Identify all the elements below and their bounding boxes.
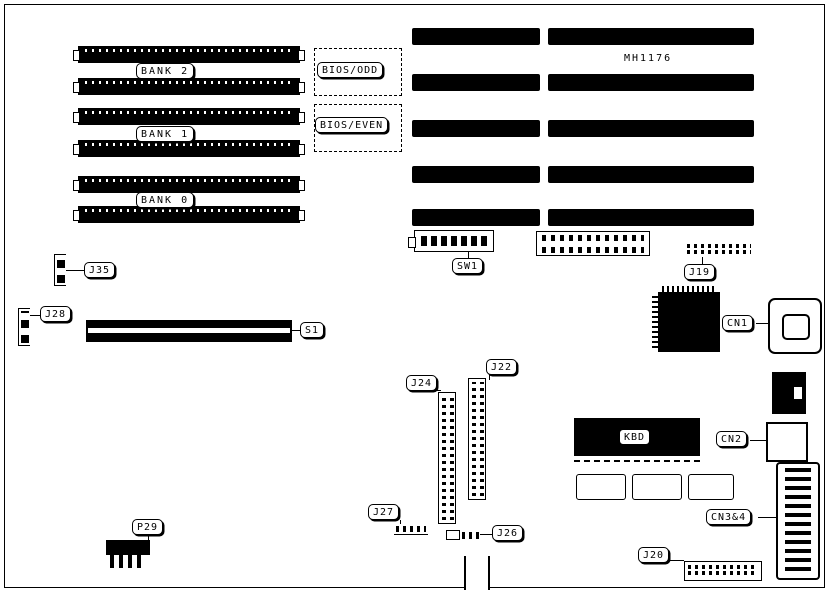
kbd-label: KBD [619, 429, 651, 445]
expansion-slot [412, 166, 540, 183]
expansion-slot [412, 28, 540, 45]
component-pad [688, 474, 734, 500]
j19-header [684, 241, 754, 257]
p29-label: P29 [132, 519, 164, 535]
cn1-connector [768, 298, 822, 354]
simm-slot [73, 206, 305, 223]
cn34-label: CN3&4 [706, 509, 752, 525]
cn34-connector [776, 462, 820, 580]
cn1-connector-inner [782, 314, 810, 340]
power-connector [536, 231, 650, 256]
bank0-label: BANK 0 [136, 192, 195, 208]
j24-label: J24 [406, 375, 438, 391]
s1-label: S1 [300, 322, 325, 338]
expansion-slot [548, 120, 754, 137]
s1-slot [86, 320, 292, 342]
leader-line [489, 375, 490, 380]
din-connector [772, 372, 806, 414]
leader-line [292, 330, 300, 331]
leader-line [30, 315, 40, 316]
simm-slot [73, 176, 305, 193]
expansion-slot [548, 74, 754, 91]
component-pad [632, 474, 682, 500]
simm-slot [73, 140, 305, 157]
leader-line [66, 270, 84, 271]
chip-marking: MH1176 [624, 53, 673, 64]
leader-line [750, 440, 766, 441]
p29-connector [106, 540, 150, 570]
j28-connector [18, 308, 30, 346]
leader-line [702, 257, 703, 264]
j20-label: J20 [638, 547, 670, 563]
kbd-socket-line [574, 460, 700, 462]
simm-slot [73, 46, 305, 63]
j27-header [394, 524, 428, 535]
leader-line [430, 390, 441, 391]
leader-line [148, 535, 149, 541]
board-outline [4, 4, 825, 588]
j28-label: J28 [40, 306, 72, 322]
expansion-slot [412, 74, 540, 91]
j20-header [684, 561, 762, 581]
expansion-slot [412, 120, 540, 137]
cn2-label: CN2 [716, 431, 748, 447]
sw1-dip-switch [408, 230, 494, 252]
cn2-connector [766, 422, 808, 462]
cn1-label: CN1 [722, 315, 754, 331]
bios-odd-label: BIOS/ODD [317, 62, 384, 78]
bank1-label: BANK 1 [136, 126, 195, 142]
bottom-edge-cutout [464, 556, 490, 590]
j26-jumper [446, 530, 460, 540]
j35-connector [54, 254, 66, 286]
simm-slot [73, 78, 305, 95]
leader-line [400, 520, 401, 524]
j26-pins [462, 532, 480, 539]
j22-header [468, 378, 486, 500]
leader-line [670, 560, 684, 561]
j19-label: J19 [684, 264, 716, 280]
component-pad [576, 474, 626, 500]
leader-line [756, 323, 768, 324]
j26-label: J26 [492, 525, 524, 541]
expansion-slot [548, 166, 754, 183]
bios-even-label: BIOS/EVEN [315, 117, 389, 133]
simm-slot [73, 108, 305, 125]
j24-header [438, 392, 456, 524]
expansion-slot [412, 209, 540, 226]
expansion-slot [548, 209, 754, 226]
leader-line [758, 517, 776, 518]
j35-label: J35 [84, 262, 116, 278]
sw1-label: SW1 [452, 258, 484, 274]
bank2-label: BANK 2 [136, 63, 195, 79]
leader-line [468, 252, 469, 258]
j22-label: J22 [486, 359, 518, 375]
kbd-chip: KBD [574, 418, 700, 456]
leader-line [480, 534, 492, 535]
expansion-slot [548, 28, 754, 45]
plcc-chip [652, 286, 726, 358]
j27-label: J27 [368, 504, 400, 520]
